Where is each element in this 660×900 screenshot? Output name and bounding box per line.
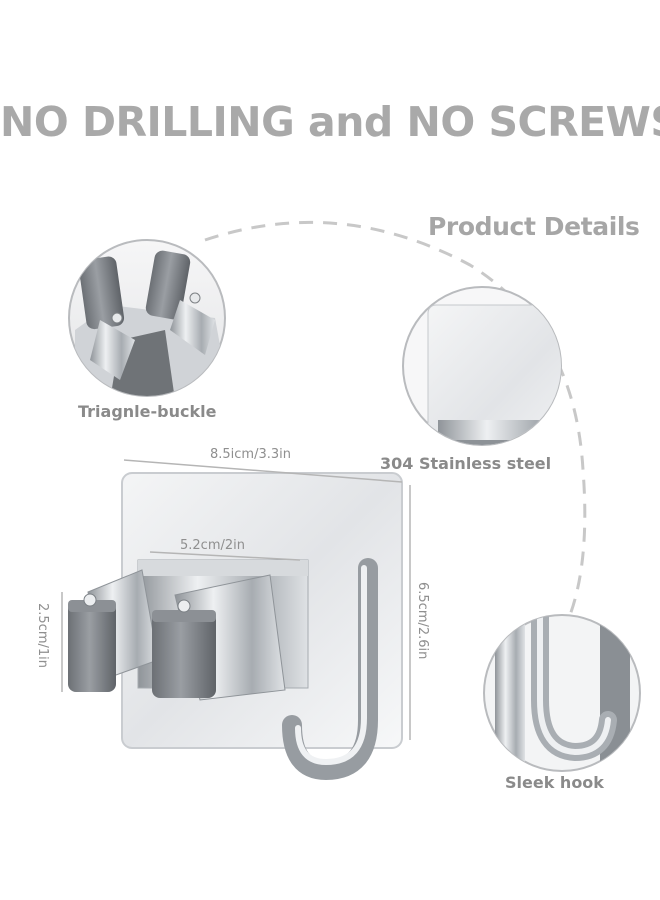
- headline: NO DRILLING and NO SCREWS: [0, 98, 660, 146]
- buckle-callout-label: Triagnle-buckle: [78, 402, 217, 421]
- hook-detail-circle: [483, 614, 641, 772]
- steel-callout-label: 304 Stainless steel: [380, 454, 552, 473]
- mop-holder: [68, 472, 403, 781]
- steel-detail-circle: [402, 286, 562, 446]
- inner-width-dimension-line: [149, 551, 301, 561]
- width-dimension-label: 8.5icm/3.3in: [210, 447, 292, 462]
- buckle-detail-circle: [68, 239, 226, 397]
- clip-height-dimension-label: 2.5cm/1in: [35, 603, 50, 668]
- width-dimension-line: [123, 459, 403, 483]
- inner-width-dimension-label: 5.2cm/2in: [180, 538, 245, 553]
- hook-callout-label: Sleek hook: [505, 773, 604, 792]
- product-details-title: Product Details: [428, 212, 640, 241]
- height-dimension-label: 6.5cm/2.6in: [415, 582, 430, 660]
